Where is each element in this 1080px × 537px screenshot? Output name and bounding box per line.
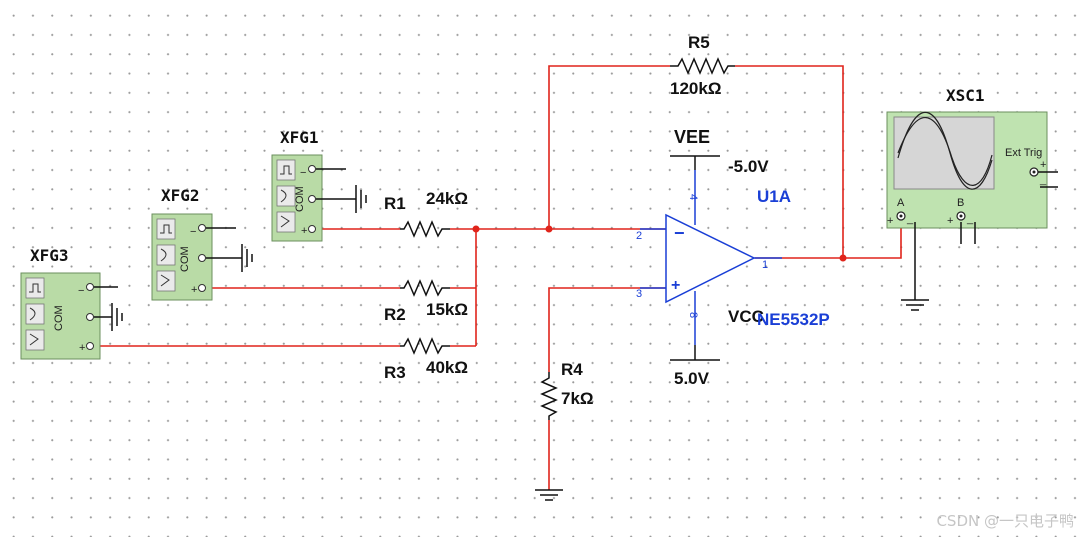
opamp-pin1-number: 1: [762, 259, 768, 271]
xfg2-square-wave-icon: [156, 218, 176, 240]
vcc-value: 5.0V: [674, 369, 710, 388]
resistor-r3-symbol[interactable]: [400, 337, 450, 355]
scope-trace-2: [897, 117, 993, 186]
opamp-triangle: [665, 213, 756, 304]
xfg3-com-label: COM: [53, 305, 65, 331]
xfg3-label: XFG3: [30, 246, 69, 265]
xfg1-triangle-wave-icon: [276, 211, 296, 233]
xfg2-com-terminal[interactable]: [198, 254, 206, 262]
xfg2-label: XFG2: [161, 186, 200, 205]
xfg1-minus-label: −: [300, 167, 306, 179]
ground-scope-icon: [901, 248, 929, 311]
scope-channel-a-label: A: [897, 197, 905, 209]
xfg3-ground-icon: [111, 303, 123, 331]
r3-name: R3: [384, 363, 406, 382]
r2-name: R2: [384, 305, 406, 324]
xfg2-ground-icon: [241, 244, 253, 272]
xfg1-label: XFG1: [280, 128, 319, 147]
wires: [100, 65, 902, 490]
resistor-r5-symbol[interactable]: [670, 57, 735, 75]
vee-value: -5.0V: [728, 157, 769, 176]
xfg1-plus-label: +: [301, 225, 307, 237]
opamp-ref: U1A: [757, 187, 791, 206]
wire-noninverting-r4: [548, 287, 666, 372]
resistor-r4-symbol[interactable]: [540, 372, 558, 420]
opamp-pin2-number: 2: [636, 230, 642, 242]
r5-name: R5: [688, 33, 710, 52]
opamp-minus-sign: −: [674, 223, 685, 243]
xfg3-square-wave-icon: [25, 277, 45, 299]
function-generator-xfg2[interactable]: [151, 213, 242, 301]
xfg1-plus-terminal[interactable]: [308, 225, 316, 233]
scope-channel-b-label: B: [957, 197, 964, 209]
opamp-u1a[interactable]: [640, 155, 782, 361]
xfg2-triangle-wave-icon: [156, 270, 176, 292]
r4-name: R4: [561, 360, 583, 379]
scope-channel-a-minus: _: [906, 213, 914, 225]
xfg1-com-terminal[interactable]: [308, 195, 316, 203]
oscilloscope-xsc1[interactable]: [886, 111, 1058, 248]
xfg2-plus-terminal[interactable]: [198, 284, 206, 292]
wire-feedback-right: [735, 65, 844, 258]
xfg1-com-label: COM: [294, 186, 306, 212]
r5-value: 120kΩ: [670, 79, 721, 98]
r1-name: R1: [384, 194, 406, 213]
xfg3-plus-terminal[interactable]: [86, 342, 94, 350]
opamp-pin4-number: 4: [687, 194, 699, 200]
scope-channel-b-plus: +: [947, 215, 953, 227]
r2-value: 15kΩ: [426, 300, 468, 319]
xfg1-square-wave-icon: [276, 159, 296, 181]
scope-ext-trig-minus: _: [1039, 174, 1047, 186]
wire-output-scope: [755, 223, 902, 259]
opamp-pin3-number: 3: [636, 288, 642, 300]
junction-output-node: [839, 254, 847, 262]
xfg3-minus-terminal[interactable]: [86, 283, 94, 291]
scope-ext-trig-plus: +: [1040, 159, 1046, 171]
junctions: [472, 225, 847, 262]
vee-label: VEE: [674, 127, 710, 147]
scope-label: XSC1: [946, 86, 985, 105]
xfg3-com-terminal[interactable]: [86, 313, 94, 321]
watermark: CSDN @一只电子鸭: [936, 512, 1074, 530]
xfg3-triangle-wave-icon: [25, 329, 45, 351]
scope-screen: [893, 116, 995, 190]
opamp-pin8-number: 8: [687, 312, 699, 318]
xfg3-plus-label: +: [79, 342, 85, 354]
wire-feedback-left: [548, 65, 670, 229]
xfg2-minus-terminal[interactable]: [198, 224, 206, 232]
vcc-label: VCC: [728, 307, 764, 326]
opamp-plus-sign: +: [671, 277, 680, 294]
junction-sum-node: [472, 225, 480, 233]
r1-value: 24kΩ: [426, 189, 468, 208]
opamp-part: NE5532P: [757, 310, 830, 329]
xfg2-minus-label: −: [190, 226, 196, 238]
function-generator-xfg3[interactable]: [20, 272, 118, 360]
xfg1-ground-icon: [355, 185, 367, 213]
ground-r4-icon: [535, 489, 563, 501]
r4-value: 7kΩ: [561, 389, 594, 408]
resistor-r2-symbol[interactable]: [400, 279, 450, 297]
function-generator-xfg1[interactable]: [271, 154, 356, 242]
xfg2-com-label: COM: [179, 246, 191, 272]
resistor-r1-symbol[interactable]: [400, 220, 450, 238]
scope-channel-b-minus: _: [966, 213, 974, 225]
junction-feedback-node: [545, 225, 553, 233]
xfg2-plus-label: +: [191, 284, 197, 296]
xfg3-minus-label: −: [78, 285, 84, 297]
r3-value: 40kΩ: [426, 358, 468, 377]
resistor-symbols: [400, 57, 735, 420]
scope-ext-trig-label: Ext Trig: [1005, 147, 1042, 159]
scope-channel-a-plus: +: [887, 215, 893, 227]
xfg1-minus-terminal[interactable]: [308, 165, 316, 173]
